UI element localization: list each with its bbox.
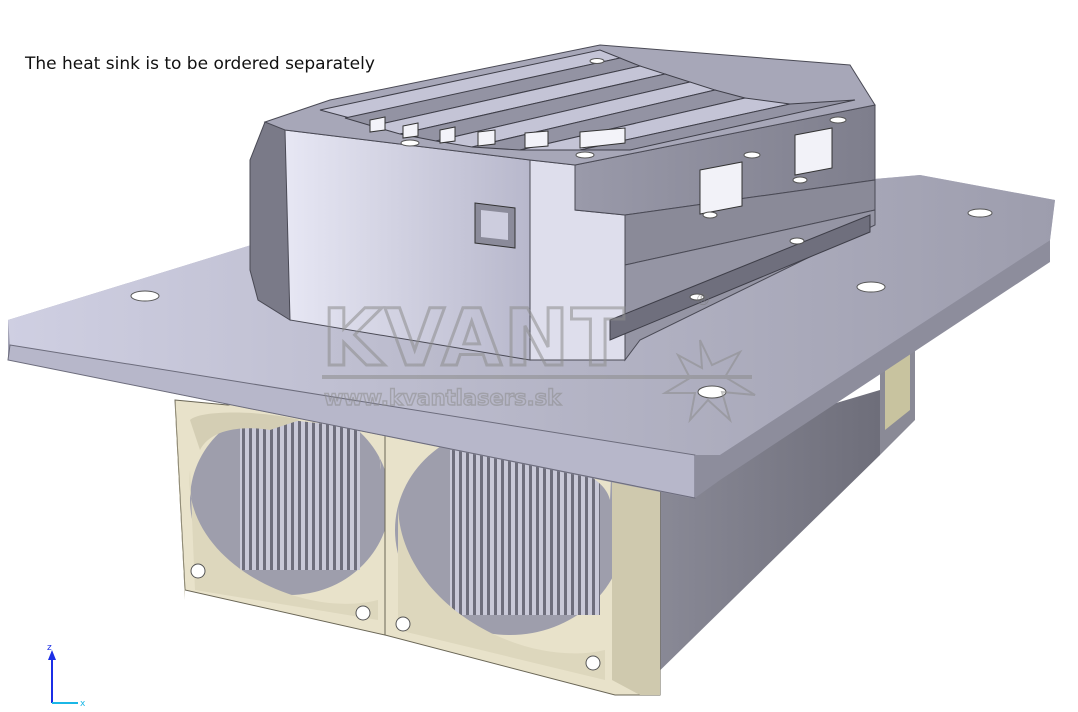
axis-x-label: x	[80, 699, 86, 708]
watermark-brand: KVANT	[322, 294, 626, 384]
top-cooling-fins	[319, 49, 856, 151]
axis-z-label: z	[47, 643, 52, 653]
watermark-url: www.kvantlasers.sk	[324, 386, 562, 410]
laser-module	[249, 44, 876, 362]
watermark-registered: ®	[695, 290, 711, 309]
axis-triad: z x	[47, 643, 86, 709]
fan-left	[174, 399, 390, 636]
heat-sink-note: The heat sink is to be ordered separatel…	[25, 54, 375, 74]
kvant-watermark: KVANT ® www.kvantlasers.sk	[321, 290, 756, 424]
watermark-star	[661, 339, 756, 424]
